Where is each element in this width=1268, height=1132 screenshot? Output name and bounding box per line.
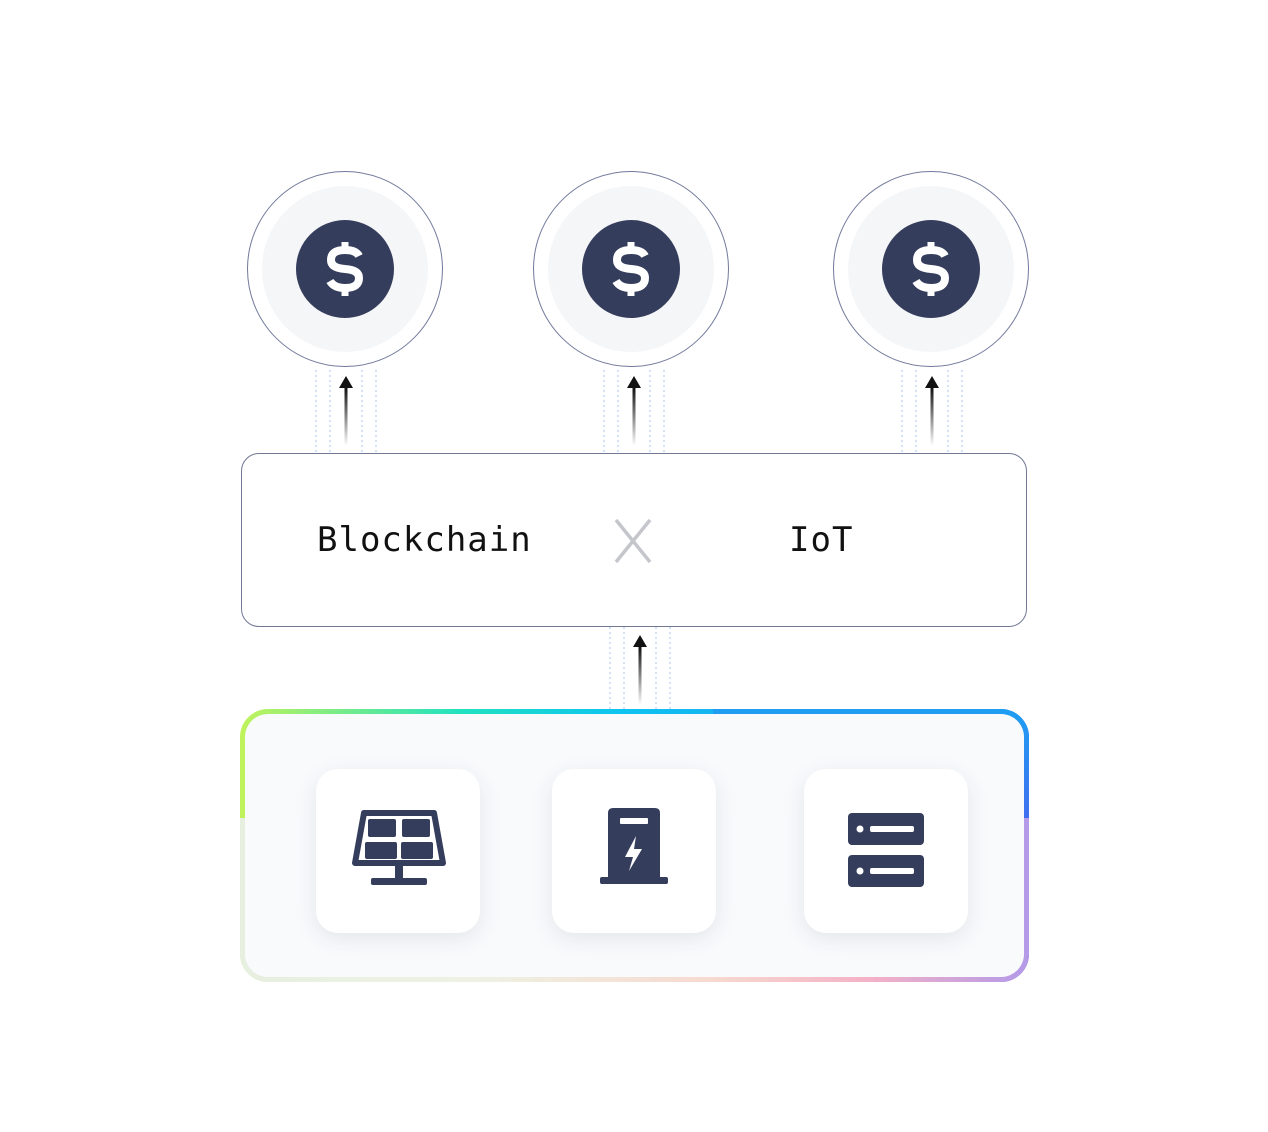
dollar-icon (296, 220, 394, 318)
separator-x-icon (614, 518, 652, 564)
device-card-solar (316, 769, 480, 933)
coin-node (533, 171, 729, 367)
connector-coin-3 (892, 370, 972, 454)
connector-coin-2 (594, 370, 674, 454)
charging-station-icon (600, 808, 668, 884)
device-group (240, 709, 1029, 982)
dollar-icon (882, 220, 980, 318)
server-icon (848, 813, 924, 887)
coin-node (833, 171, 1029, 367)
blockchain-label: Blockchain (317, 520, 532, 560)
device-card-server (804, 769, 968, 933)
connector-devices (600, 627, 680, 711)
device-card-charger (552, 769, 716, 933)
connector-coin-1 (306, 370, 386, 454)
iot-label: IoT (789, 520, 854, 560)
dollar-icon (582, 220, 680, 318)
solar-panel-icon (352, 810, 446, 885)
tech-stack-box: Blockchain IoT (241, 453, 1027, 627)
coin-node (247, 171, 443, 367)
device-group-inner (245, 714, 1024, 977)
